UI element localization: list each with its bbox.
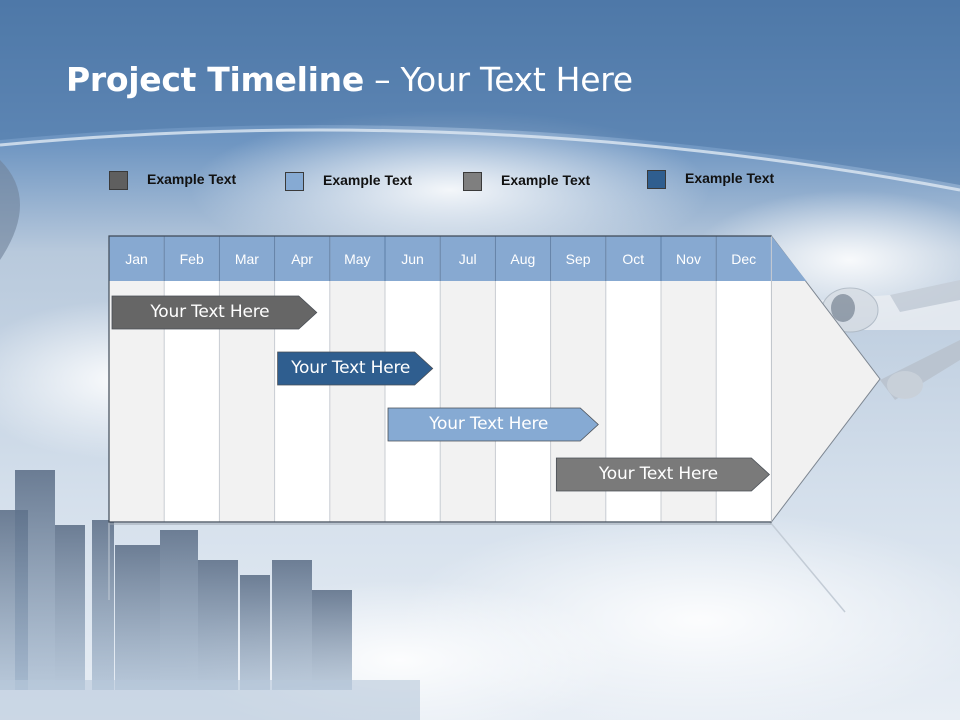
month-header-cell: [329, 236, 385, 281]
task-arrow-2: [277, 351, 434, 386]
month-header-cell: [109, 236, 165, 281]
month-header-cell: [605, 236, 661, 281]
title-rest: – Your Text Here: [363, 60, 633, 99]
month-label-apr: Apr: [291, 251, 313, 267]
month-label-dec: Dec: [731, 251, 757, 267]
legend-swatch: [109, 171, 128, 190]
month-header-cell: [164, 236, 220, 281]
legend-swatch: [285, 172, 304, 191]
month-header-cell: [495, 236, 551, 281]
legend-label: Example Text: [685, 170, 775, 186]
month-header-cell: [716, 236, 772, 281]
legend-swatch: [463, 172, 482, 191]
task-label-2: Your Text Here: [291, 358, 411, 378]
month-column: [385, 281, 441, 522]
month-label-feb: Feb: [179, 251, 204, 267]
task-arrow-4: [555, 457, 770, 492]
month-header-cell: [440, 236, 496, 281]
month-header-cell: [385, 236, 441, 281]
task-arrow-3: [387, 407, 599, 442]
month-label-jul: Jul: [458, 251, 477, 267]
month-header-cell: [550, 236, 606, 281]
task-label-1: Your Text Here: [150, 302, 270, 322]
month-column: [329, 281, 385, 522]
month-header-cell: [274, 236, 330, 281]
month-column: [495, 281, 551, 522]
month-column: [440, 281, 496, 522]
task-arrow-1: [111, 295, 318, 330]
month-label-may: May: [344, 251, 371, 267]
page-title: Project Timeline – Your Text Here: [66, 60, 633, 99]
task-label-4: Your Text Here: [598, 464, 718, 484]
legend-swatch: [647, 170, 666, 189]
month-label-mar: Mar: [234, 251, 259, 267]
month-label-nov: Nov: [676, 251, 701, 267]
month-label-sep: Sep: [565, 251, 591, 267]
month-label-aug: Aug: [510, 251, 536, 267]
header-arrow-tip: [771, 236, 807, 281]
month-header-cell: [219, 236, 275, 281]
legend-label: Example Text: [147, 171, 237, 187]
legend-label: Example Text: [501, 172, 591, 188]
month-label-jun: Jun: [401, 251, 424, 267]
title-bold: Project Timeline: [66, 60, 364, 99]
month-label-oct: Oct: [622, 251, 645, 267]
month-header-cell: [661, 236, 717, 281]
legend-label: Example Text: [323, 172, 413, 188]
month-label-jan: Jan: [125, 251, 148, 267]
task-label-3: Your Text Here: [429, 414, 549, 434]
chart-border: [108, 235, 772, 523]
